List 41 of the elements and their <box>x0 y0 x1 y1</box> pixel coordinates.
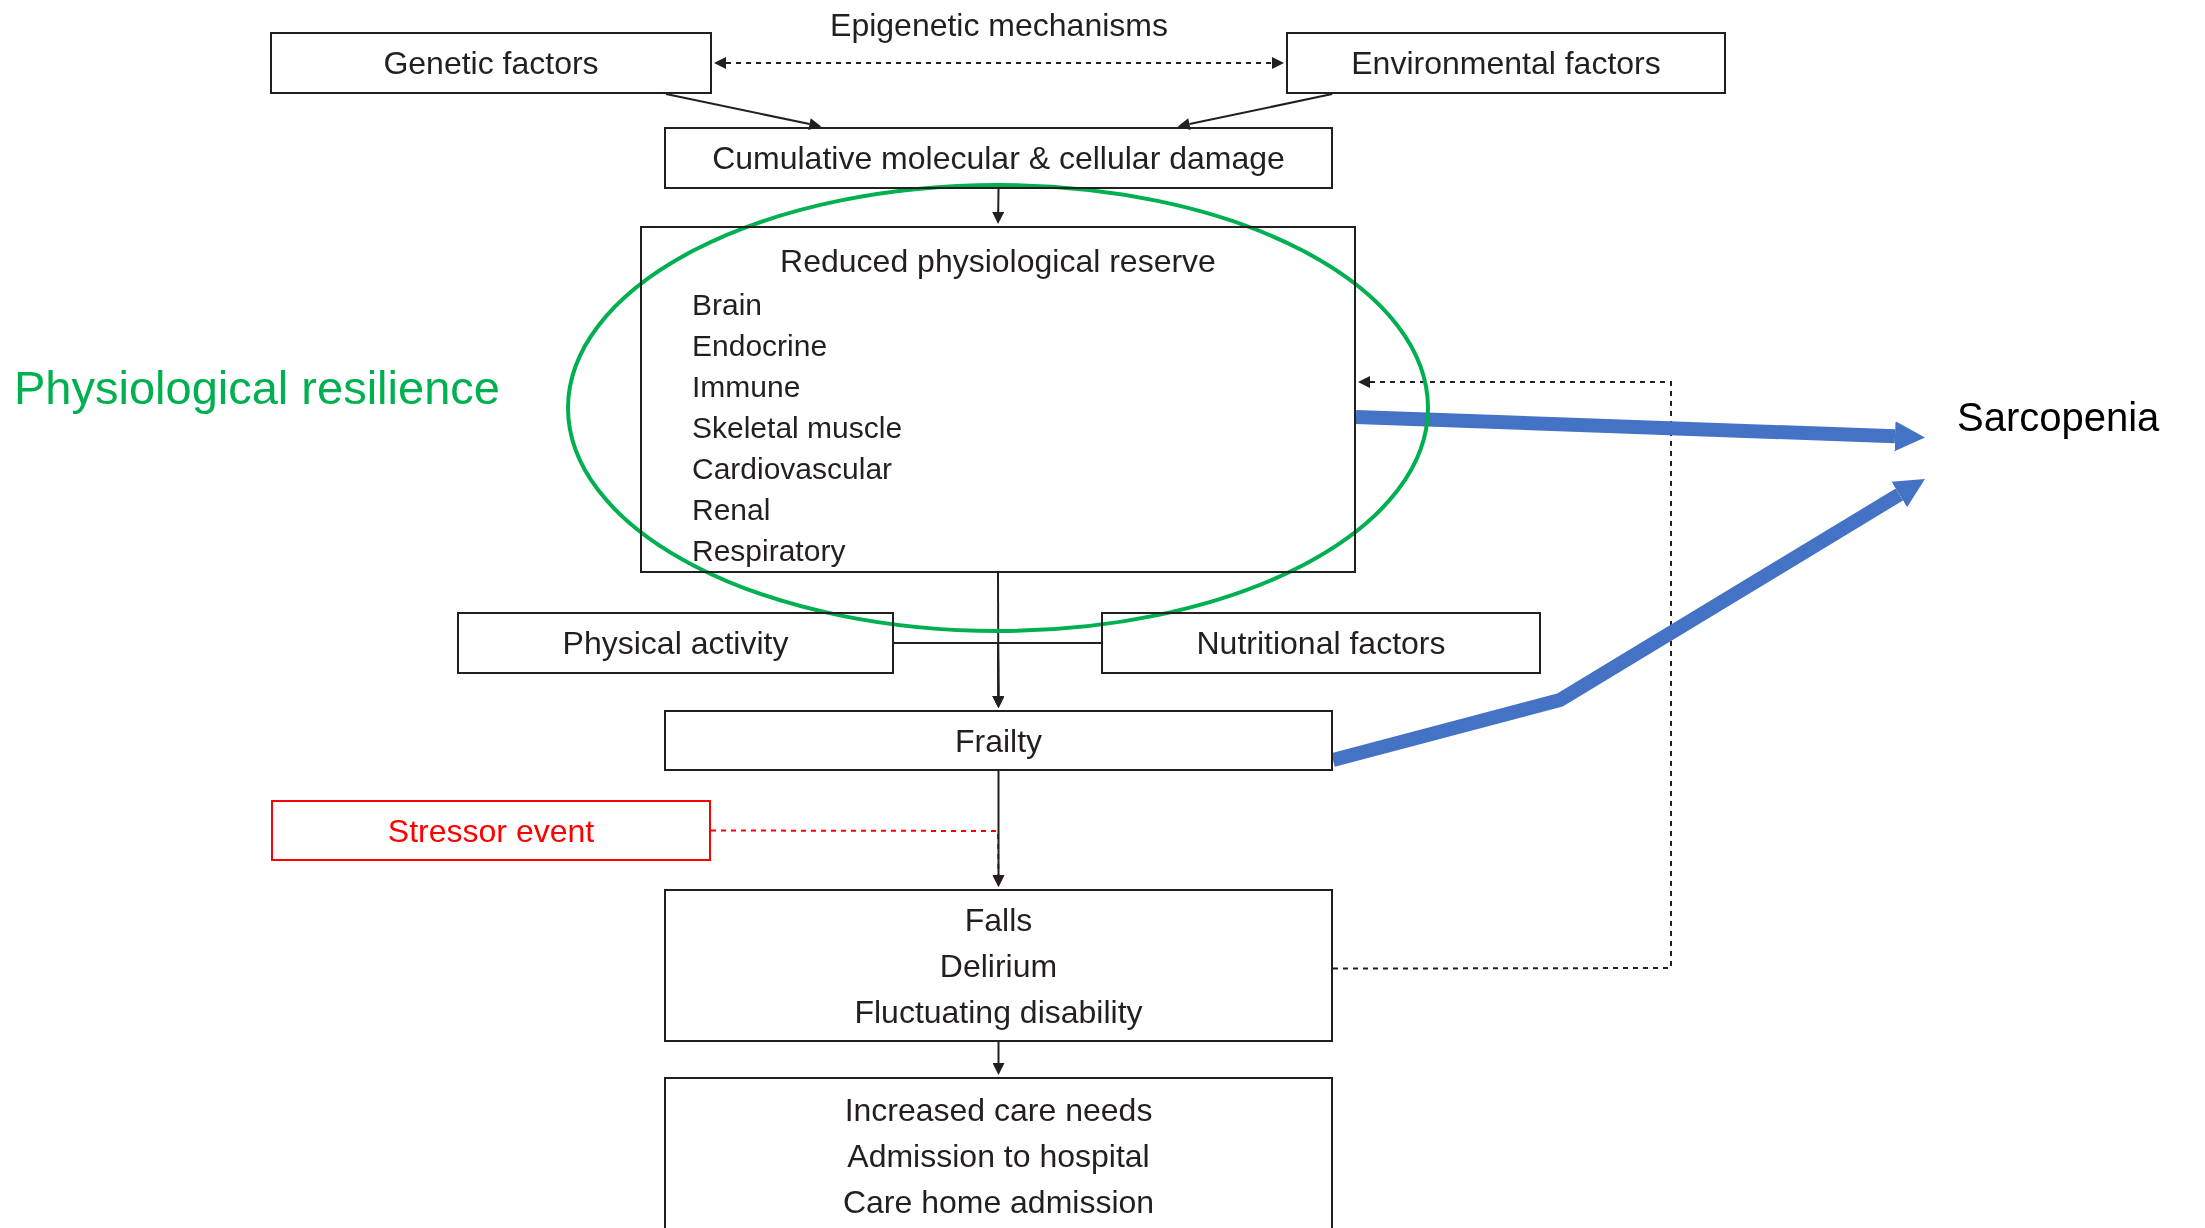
box-label: Nutritional factors <box>1196 624 1446 663</box>
process-box <box>664 710 1333 771</box>
box-label: Care home admission <box>842 1183 1155 1222</box>
process-box <box>664 1077 1333 1228</box>
process-box <box>271 800 711 861</box>
box-label: Delirium <box>939 946 1058 986</box>
box-label: Environmental factors <box>1351 44 1661 83</box>
box-label: Falls <box>964 900 1033 940</box>
process-box <box>640 226 1356 573</box>
outcome-label: Sarcopenia <box>1956 394 2161 441</box>
arrow <box>1332 376 1672 970</box>
process-box <box>457 612 894 674</box>
box-label: Genetic factors <box>383 44 599 83</box>
process-box <box>270 32 712 94</box>
box-heading: Reduced physiological reserve <box>780 242 1216 281</box>
process-box <box>1101 612 1541 674</box>
arrow <box>714 57 1284 69</box>
box-label: Fluctuating disability <box>854 992 1143 1032</box>
arrow <box>992 642 1102 708</box>
list-item: Brain <box>692 287 763 323</box>
box-label: Admission to hospital <box>847 1137 1150 1176</box>
box-label: Frailty <box>954 721 1043 761</box>
box-label: Increased care needs <box>844 1091 1153 1130</box>
process-box <box>664 127 1333 189</box>
arrow <box>992 188 1005 224</box>
process-box <box>664 889 1333 1042</box>
arrow <box>992 770 1005 887</box>
block-arrow <box>1331 478 1925 767</box>
list-item: Endocrine <box>692 328 828 364</box>
list-item: Renal <box>692 492 771 528</box>
box-label: Cumulative molecular & cellular damage <box>712 139 1285 178</box>
arrow <box>992 1041 1005 1075</box>
list-item: Immune <box>692 369 801 405</box>
block-arrow <box>1355 409 1925 452</box>
process-box <box>1286 32 1726 94</box>
list-item: Respiratory <box>692 533 846 569</box>
list-item: Cardiovascular <box>692 451 893 487</box>
box-label: Physical activity <box>562 624 789 663</box>
group-label: Physiological resilience <box>14 360 500 416</box>
list-item: Skeletal muscle <box>692 410 903 446</box>
box-label: Stressor event <box>387 811 595 851</box>
